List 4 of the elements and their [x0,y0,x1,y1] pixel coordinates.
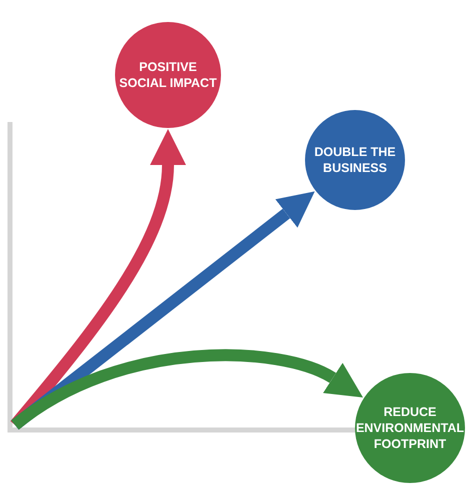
arrow [11,349,365,430]
goal-label: DOUBLE THE BUSINESS [313,144,397,176]
goal-label: REDUCE ENVIRONMENTAL FOOTPRINT [355,404,465,452]
goal-label: POSITIVE SOCIAL IMPACT [118,58,218,92]
